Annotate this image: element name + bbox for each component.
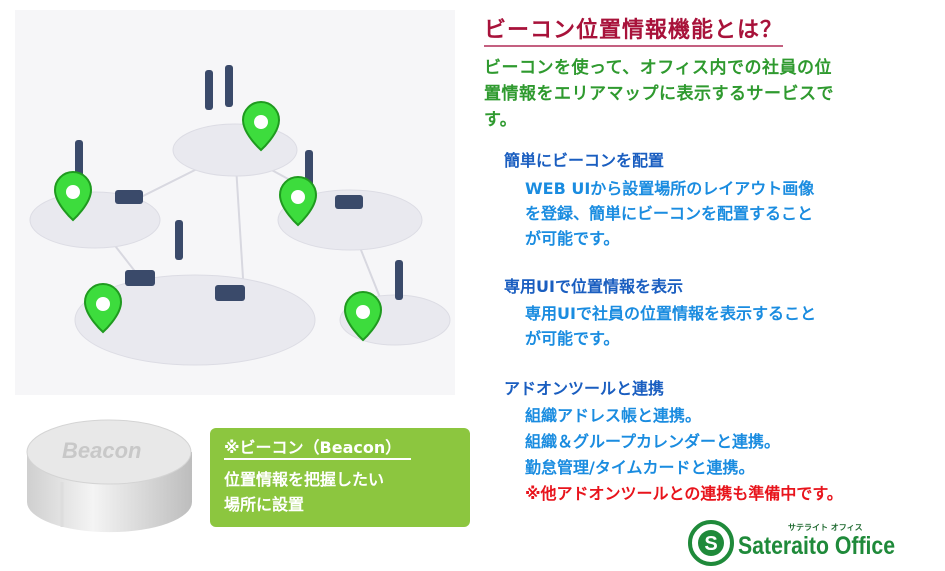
beacon-note-box: ※ビーコン（Beacon） 位置情報を把握したい 場所に設置 bbox=[210, 428, 470, 527]
section-line: 勤怠管理/タイムカードと連携。 bbox=[525, 458, 755, 477]
note-line: 場所に設置 bbox=[224, 495, 305, 514]
logo-kana: サテライト オフィス bbox=[788, 523, 863, 532]
page-title: ビーコン位置情報機能とは？ bbox=[484, 12, 784, 47]
beacon-device-image: Beacon bbox=[22, 412, 197, 537]
office-beacon-illustration bbox=[15, 10, 455, 395]
note-line: 位置情報を把握したい bbox=[224, 470, 385, 489]
section-line: が可能です。 bbox=[525, 229, 620, 248]
section-line: WEB UIから設置場所のレイアウト画像 bbox=[525, 179, 815, 198]
logo-emblem-icon: S bbox=[688, 520, 734, 566]
section-line: 専用UIで社員の位置情報を表示すること bbox=[525, 304, 816, 323]
section-line: 組織アドレス帳と連携。 bbox=[525, 406, 702, 425]
svg-text:S: S bbox=[704, 533, 717, 555]
section-heading: 専用UIで位置情報を表示 bbox=[504, 277, 683, 296]
section-note: ※他アドオンツールとの連携も準備中です。 bbox=[525, 484, 843, 503]
section-heading: 簡単にビーコンを配置 bbox=[504, 151, 665, 170]
section-line: が可能です。 bbox=[525, 329, 620, 348]
section-heading: アドオンツールと連携 bbox=[504, 379, 665, 398]
intro-line: ビーコンを使って、オフィス内での社員の位 bbox=[484, 58, 832, 78]
section-line: を登録、簡単にビーコンを配置すること bbox=[525, 204, 814, 223]
section-line: 組織＆グループカレンダーと連携。 bbox=[525, 432, 781, 451]
intro-line: す。 bbox=[484, 110, 518, 130]
logo-name: Sateraito Office bbox=[738, 532, 896, 560]
note-title: ※ビーコン（Beacon） bbox=[224, 434, 412, 460]
sateraito-office-logo: S サテライト オフィス Sateraito Office bbox=[688, 518, 928, 568]
beacon-label: Beacon bbox=[62, 438, 142, 463]
intro-line: 置情報をエリアマップに表示するサービスで bbox=[484, 84, 834, 104]
